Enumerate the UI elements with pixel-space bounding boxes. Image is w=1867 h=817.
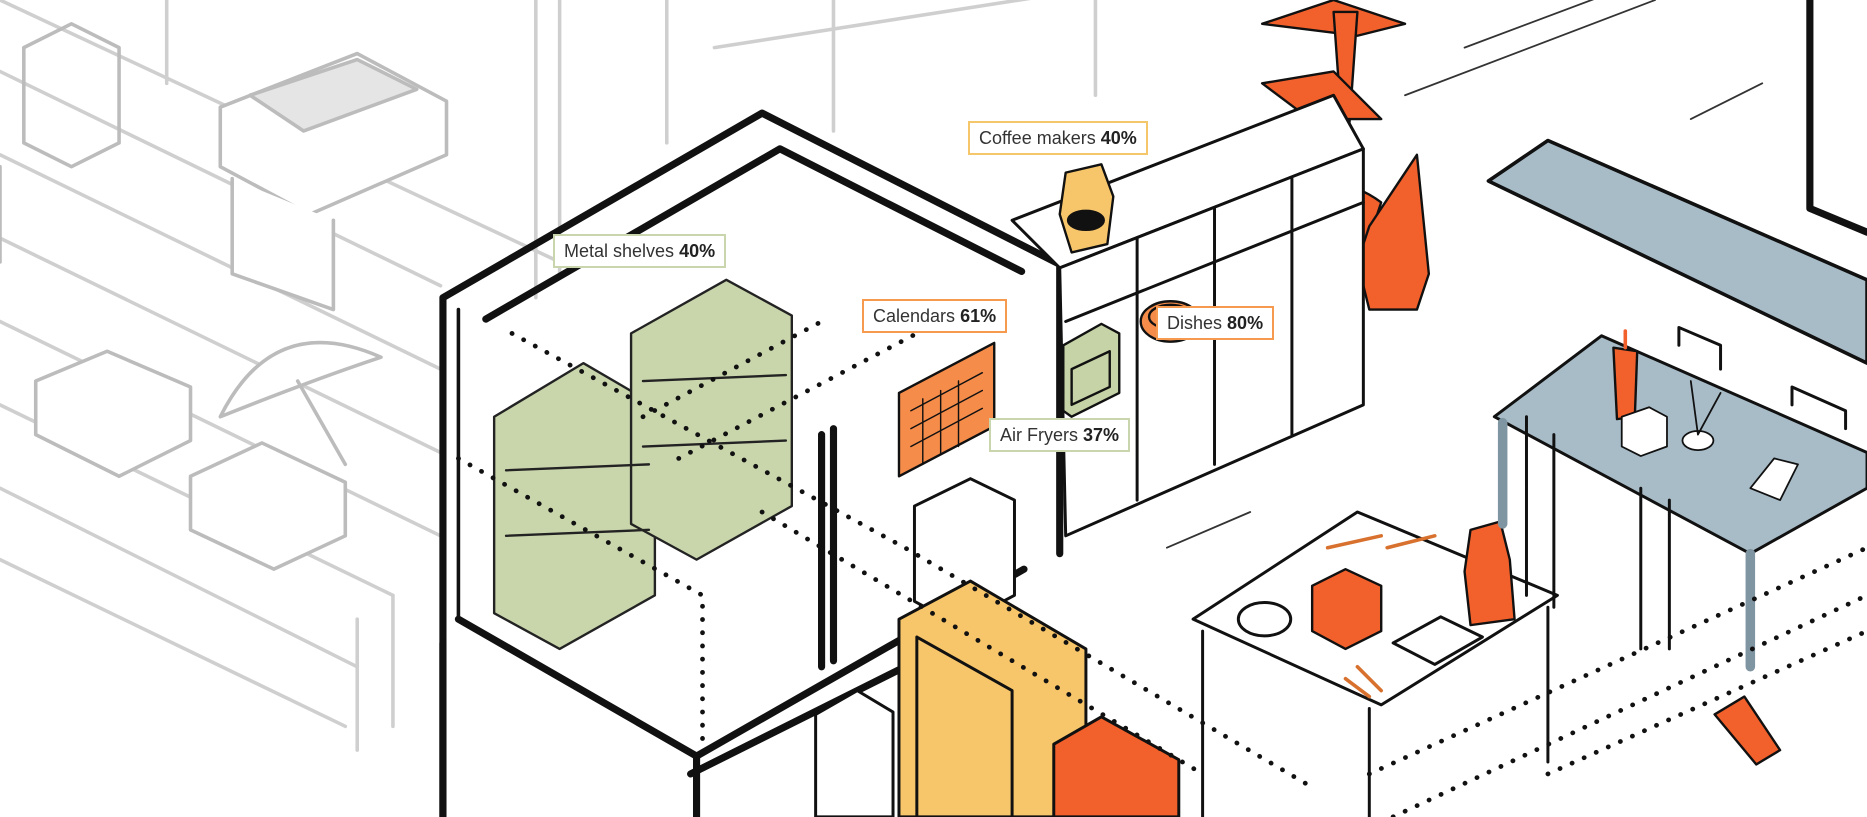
air-fryer-oven-icon [1062, 322, 1121, 418]
plant-pot-icon [1620, 380, 1799, 501]
knife-block-icon [1713, 695, 1782, 766]
label-coffee-makers: Coffee makers 40% [968, 121, 1148, 155]
utensils-icon [1325, 534, 1437, 699]
calendar-icon [897, 341, 996, 478]
red-safe [1052, 715, 1181, 817]
label-percent: 40% [1100, 128, 1137, 148]
dotted-zone-outlines [456, 319, 1867, 817]
label-name: Calendars [873, 306, 956, 326]
trash-bin [814, 689, 895, 817]
coffee-maker-icon [1058, 163, 1115, 254]
label-name: Coffee makers [979, 128, 1096, 148]
yellow-cabinet [897, 579, 1088, 817]
toaster-icon [1310, 567, 1383, 651]
label-metal-shelves: Metal shelves 40% [553, 234, 727, 268]
dining-table [1492, 325, 1867, 672]
label-percent: 37% [1083, 425, 1120, 445]
wall-edge [1806, 0, 1867, 236]
label-percent: 80% [1227, 313, 1264, 333]
umbrella-icon [218, 340, 383, 467]
chair-icon [0, 22, 121, 264]
label-calendars: Calendars 61% [862, 299, 1008, 333]
rug [1486, 138, 1867, 365]
label-name: Air Fryers [1000, 425, 1078, 445]
label-percent: 40% [679, 241, 716, 261]
grill-icon [218, 51, 449, 312]
planter-boxes [33, 349, 348, 571]
label-air-fryers: Air Fryers 37% [989, 418, 1131, 452]
label-dishes: Dishes 80% [1156, 306, 1275, 340]
floor-marks [1165, 0, 1764, 549]
label-name: Metal shelves [564, 241, 675, 261]
label-percent: 61% [960, 306, 997, 326]
blender-icon [1463, 520, 1516, 627]
metal-shelves-icon [492, 278, 794, 651]
mini-fridge [912, 477, 1016, 627]
label-name: Dishes [1167, 313, 1223, 333]
